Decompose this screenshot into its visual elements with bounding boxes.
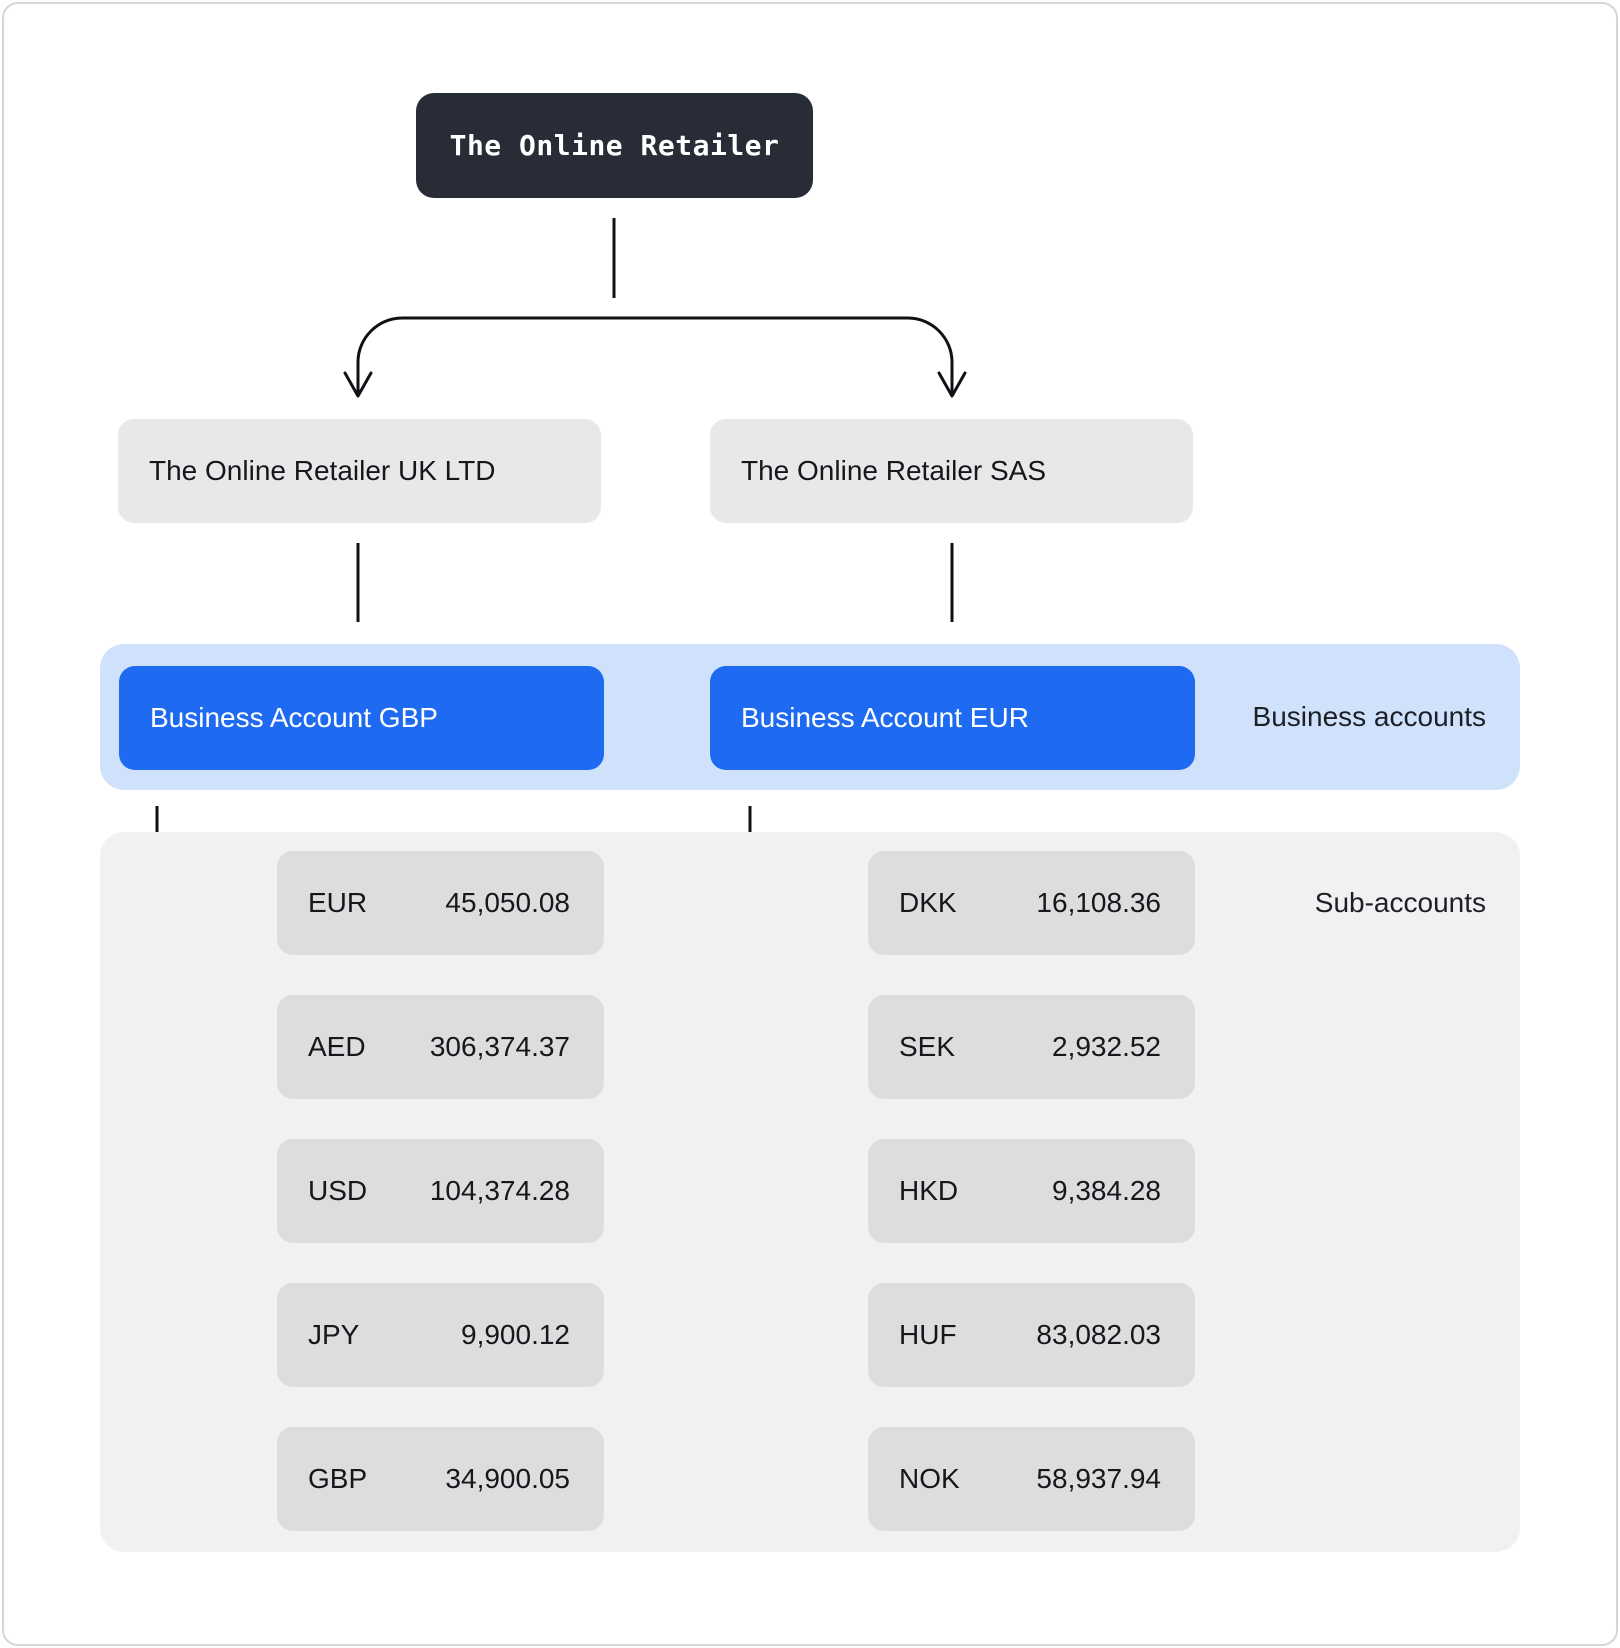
currency-amount: 9,384.28 xyxy=(1052,1175,1161,1206)
business-account-eur-button[interactable]: Business Account EUR xyxy=(710,666,1195,770)
sub-account-row: AED 306,374.37 xyxy=(277,995,604,1099)
currency-amount: 83,082.03 xyxy=(1036,1319,1161,1350)
currency-code: GBP xyxy=(308,1463,368,1494)
root-company-label: The Online Retailer xyxy=(449,129,780,162)
currency-code: SEK xyxy=(899,1031,956,1062)
currency-code: HKD xyxy=(899,1175,959,1206)
sub-account-row: NOK 58,937.94 xyxy=(868,1427,1195,1531)
currency-amount: 16,108.36 xyxy=(1036,887,1161,918)
currency-code: EUR xyxy=(308,887,368,918)
currency-amount: 2,932.52 xyxy=(1052,1031,1161,1062)
currency-code: USD xyxy=(308,1175,368,1206)
sub-account-row: EUR 45,050.08 xyxy=(277,851,604,955)
business-account-gbp-label: Business Account GBP xyxy=(150,702,438,733)
sub-account-row: GBP 34,900.05 xyxy=(277,1427,604,1531)
currency-amount: 45,050.08 xyxy=(445,887,570,918)
sub-account-row: JPY 9,900.12 xyxy=(277,1283,604,1387)
business-account-eur-label: Business Account EUR xyxy=(741,702,1029,733)
business-accounts-group-label: Business accounts xyxy=(1252,701,1486,732)
company-uk-label: The Online Retailer UK LTD xyxy=(149,455,496,486)
currency-amount: 306,374.37 xyxy=(429,1031,570,1062)
sub-account-row: SEK 2,932.52 xyxy=(868,995,1195,1099)
currency-amount: 34,900.05 xyxy=(445,1463,570,1494)
sub-account-row: HKD 9,384.28 xyxy=(868,1139,1195,1243)
business-account-gbp-button[interactable]: Business Account GBP xyxy=(119,666,604,770)
currency-code: AED xyxy=(308,1031,366,1062)
company-node-sas: The Online Retailer SAS xyxy=(710,419,1193,523)
currency-amount: 9,900.12 xyxy=(461,1319,570,1350)
company-node-uk: The Online Retailer UK LTD xyxy=(118,419,601,523)
sub-account-row: USD 104,374.28 xyxy=(277,1139,604,1243)
currency-amount: 58,937.94 xyxy=(1036,1463,1161,1494)
currency-code: JPY xyxy=(308,1319,360,1350)
currency-code: HUF xyxy=(899,1319,957,1350)
root-company-node: The Online Retailer xyxy=(416,93,813,198)
currency-code: DKK xyxy=(899,887,957,918)
sub-account-row: HUF 83,082.03 xyxy=(868,1283,1195,1387)
currency-code: NOK xyxy=(899,1463,960,1494)
sub-account-row: DKK 16,108.36 xyxy=(868,851,1195,955)
currency-amount: 104,374.28 xyxy=(429,1175,570,1206)
sub-accounts-group-label: Sub-accounts xyxy=(1314,887,1486,918)
company-sas-label: The Online Retailer SAS xyxy=(741,455,1047,486)
